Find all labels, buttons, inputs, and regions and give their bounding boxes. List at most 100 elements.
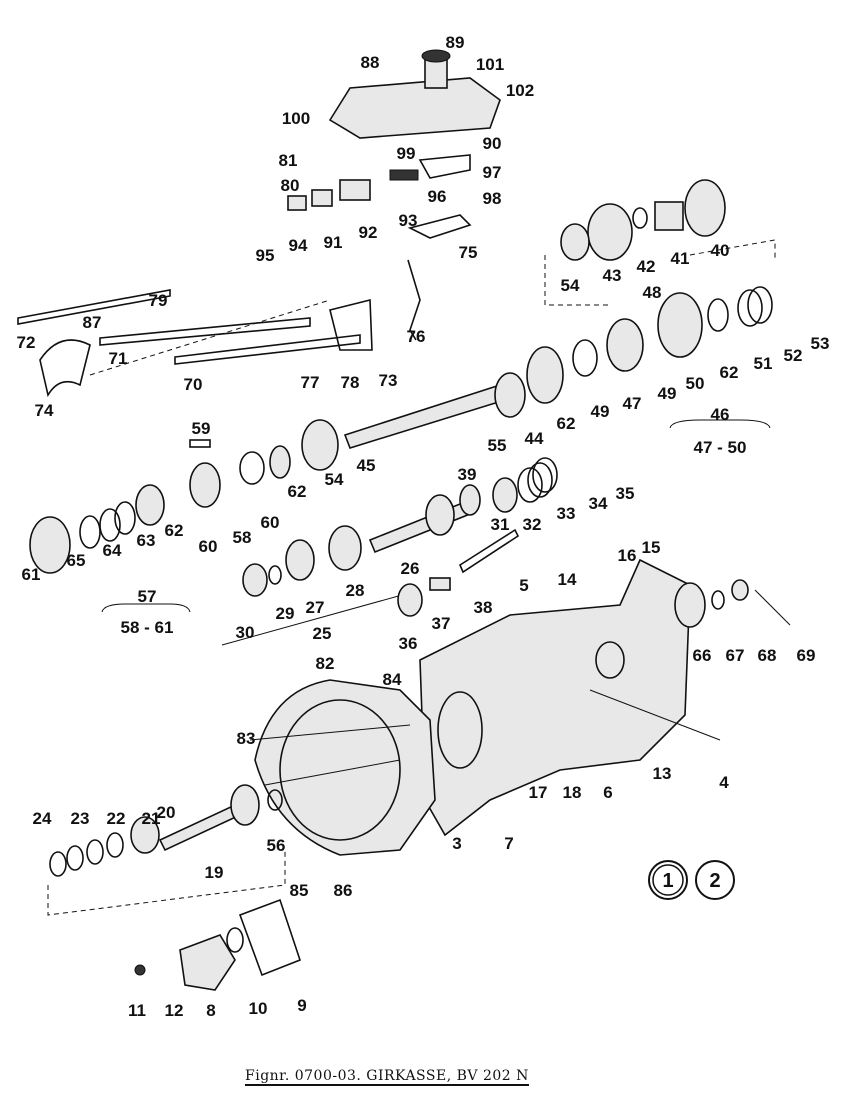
part-callout-label: 58 - 61 <box>121 618 174 637</box>
part-callout-label: 86 <box>334 881 353 900</box>
part-callout-label: 49 <box>591 402 610 421</box>
part-callout-label: 74 <box>35 401 54 420</box>
part-callout-label: 69 <box>797 646 816 665</box>
variant-marker-label: 1 <box>662 870 673 892</box>
part-callout-label: 29 <box>276 604 295 623</box>
part-callout-label: 79 <box>149 291 168 310</box>
shift-rods <box>17 289 373 398</box>
input-shaft-assembly <box>47 784 301 991</box>
part-callout-label: 47 - 50 <box>694 438 747 457</box>
part-callout-label: 37 <box>432 614 451 633</box>
part-callout-label: 18 <box>563 783 582 802</box>
part-callout-label: 81 <box>279 151 298 170</box>
part-callout-label: 36 <box>399 634 418 653</box>
part-callout-label: 10 <box>249 999 268 1018</box>
part-callout-label: 46 <box>711 405 730 424</box>
part-callout-label: 53 <box>811 334 830 353</box>
part-callout-label: 90 <box>483 134 502 153</box>
part-callout-label: 30 <box>236 623 255 642</box>
part-callout-label: 33 <box>557 504 576 523</box>
part-callout-label: 87 <box>83 313 102 332</box>
part-callout-label: 80 <box>281 176 300 195</box>
part-callout-label: 83 <box>237 729 256 748</box>
part-callout-label: 38 <box>474 598 493 617</box>
part-callout-label: 66 <box>693 646 712 665</box>
part-callout-label: 58 <box>233 528 252 547</box>
part-callout-label: 95 <box>256 246 275 265</box>
part-callout-label: 62 <box>557 414 576 433</box>
part-callout-label: 8 <box>206 1001 215 1020</box>
part-callout-label: 94 <box>289 236 308 255</box>
part-callout-label: 85 <box>290 881 309 900</box>
part-callout-label: 48 <box>643 283 662 302</box>
part-callout-label: 9 <box>297 996 306 1015</box>
figure-caption: Fignr. 0700-03. GIRKASSE, BV 202 N <box>245 1068 529 1086</box>
part-callout-label: 91 <box>324 233 343 252</box>
part-callout-label: 5 <box>519 576 528 595</box>
part-callout-label: 78 <box>341 373 360 392</box>
part-callout-label: 63 <box>137 531 156 550</box>
gearbox-housing <box>419 558 791 837</box>
part-callout-label: 13 <box>653 764 672 783</box>
part-callout-label: 44 <box>525 429 544 448</box>
part-callout-label: 62 <box>720 363 739 382</box>
part-callout-label: 92 <box>359 223 378 242</box>
part-callout-label: 55 <box>488 436 507 455</box>
part-callout-label: 71 <box>109 349 128 368</box>
part-callout-label: 57 <box>138 587 157 606</box>
part-callout-label: 60 <box>261 513 280 532</box>
part-callout-label: 99 <box>397 144 416 163</box>
part-callout-label: 7 <box>504 834 513 853</box>
part-callout-label: 22 <box>107 809 126 828</box>
part-callout-label: 20 <box>157 803 176 822</box>
countershaft-assembly <box>221 457 558 646</box>
part-callout-label: 45 <box>357 456 376 475</box>
part-callout-label: 21 <box>142 809 161 828</box>
part-callout-label: 61 <box>22 565 41 584</box>
part-callout-label: 24 <box>33 809 52 828</box>
part-callout-label: 82 <box>316 654 335 673</box>
part-callout-label: 41 <box>671 249 690 268</box>
bellhousing <box>249 679 436 856</box>
part-callout-label: 84 <box>383 670 402 689</box>
part-callout-label: 52 <box>784 346 803 365</box>
part-callout-label: 62 <box>165 521 184 540</box>
part-callout-label: 14 <box>558 570 577 589</box>
part-callout-label: 39 <box>458 465 477 484</box>
part-callout-label: 27 <box>306 598 325 617</box>
part-callout-label: 93 <box>399 211 418 230</box>
part-callout-label: 76 <box>407 327 426 346</box>
part-callout-label: 3 <box>452 834 461 853</box>
part-callout-label: 42 <box>637 257 656 276</box>
part-callout-label: 64 <box>103 541 122 560</box>
main-shaft-assembly <box>239 286 773 485</box>
part-callout-label: 31 <box>491 515 510 534</box>
part-callout-label: 73 <box>379 371 398 390</box>
part-callout-label: 47 <box>623 394 642 413</box>
part-callout-label: 88 <box>361 53 380 72</box>
part-callout-label: 23 <box>71 809 90 828</box>
part-callout-label: 68 <box>758 646 777 665</box>
countershaft-gears-upper <box>544 179 776 306</box>
part-callout-label: 56 <box>267 836 286 855</box>
part-callout-label: 4 <box>719 773 729 792</box>
synchro-assembly <box>29 439 221 613</box>
part-callout-label: 62 <box>288 482 307 501</box>
part-callout-label: 26 <box>401 559 420 578</box>
part-callout-label: 51 <box>754 354 773 373</box>
part-callout-label: 72 <box>17 333 36 352</box>
variant-marker-1: 1 <box>648 860 688 900</box>
part-callout-label: 59 <box>192 419 211 438</box>
variant-marker-2: 2 <box>695 860 735 900</box>
part-callout-label: 77 <box>301 373 320 392</box>
part-callout-label: 43 <box>603 266 622 285</box>
part-callout-label: 50 <box>686 374 705 393</box>
part-callout-label: 98 <box>483 189 502 208</box>
selector-parts <box>287 154 472 341</box>
part-callout-label: 54 <box>561 276 580 295</box>
part-callout-label: 16 <box>618 546 637 565</box>
part-callout-label: 67 <box>726 646 745 665</box>
part-callout-label: 19 <box>205 863 224 882</box>
part-callout-label: 35 <box>616 484 635 503</box>
